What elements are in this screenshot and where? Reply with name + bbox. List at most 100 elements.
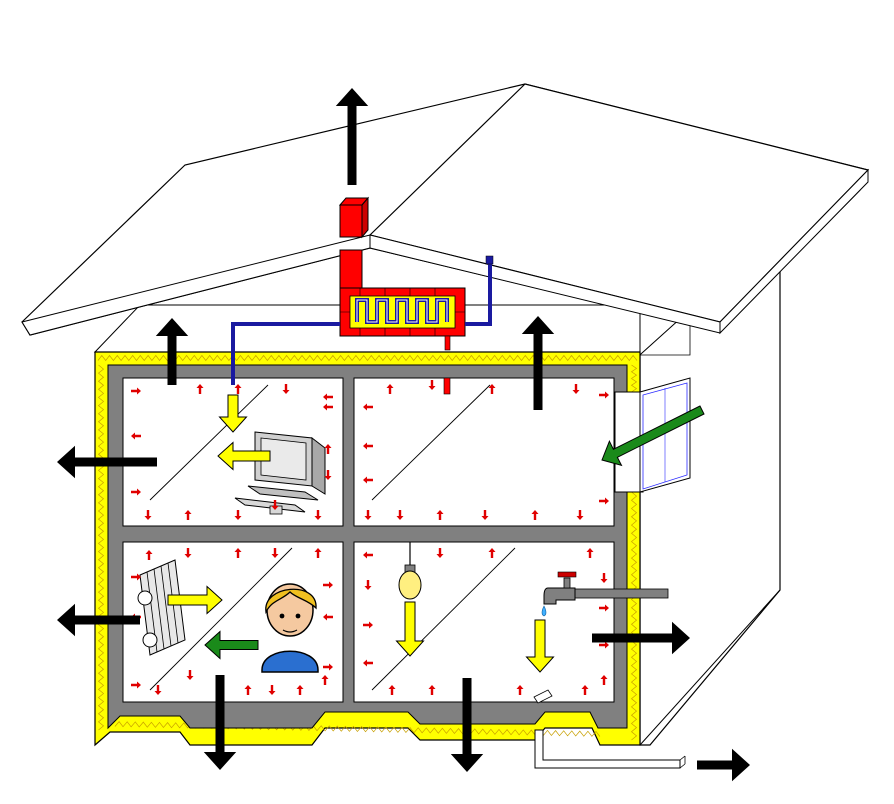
heat-loss-arrows [57, 88, 750, 782]
heat-loss-arrow [697, 748, 750, 782]
surface-flux-arrow [363, 403, 373, 411]
surface-flux-arrow [323, 581, 333, 589]
internal-gain-arrow [395, 601, 425, 657]
heat-loss-arrow [450, 678, 484, 772]
surface-flux-arrow [196, 384, 204, 394]
pipe-valve [485, 255, 494, 265]
computer-icon [234, 431, 326, 515]
surface-flux-arrow [436, 510, 444, 520]
insulation-zigzag [630, 491, 638, 741]
internal-gain-arrow [525, 619, 555, 673]
surface-flux-arrow [488, 384, 496, 394]
internal-gain-arrow [167, 585, 223, 615]
surface-flux-arrow [586, 548, 594, 558]
surface-flux-arrow [186, 670, 194, 680]
surface-flux-arrow [363, 476, 373, 484]
surface-flux-arrow [363, 551, 373, 559]
surface-flux-arrow [516, 685, 524, 695]
surface-flux-arrow [599, 497, 609, 505]
surface-flux-arrow [131, 573, 141, 581]
heat-loss-arrow [155, 318, 189, 385]
person-icon [261, 583, 319, 673]
surface-flux-arrow [314, 510, 322, 520]
surface-flux-arrow [131, 387, 141, 395]
surface-flux-arrow [600, 675, 608, 685]
window-icon [639, 377, 691, 493]
surface-flux-arrow [363, 442, 373, 450]
surface-flux-arrow [481, 510, 489, 520]
solar-gain-arrow [204, 630, 259, 660]
surface-flux-arrow [234, 384, 242, 394]
surface-flux-arrow [271, 548, 279, 558]
radiator-icon [137, 559, 186, 656]
insulation-zigzag [97, 364, 105, 731]
surface-flux-arrow [323, 393, 333, 401]
surface-flux-arrow [268, 685, 276, 695]
surface-flux-arrow [364, 510, 372, 520]
surface-flux-arrow [599, 604, 609, 612]
surface-flux-arrow [184, 548, 192, 558]
surface-flux-arrow [364, 580, 372, 590]
surface-flux-arrow [131, 432, 141, 440]
surface-flux-arrow [323, 403, 333, 411]
internal-gain-arrow [217, 441, 271, 471]
room-perspective-lines [149, 384, 516, 691]
drain-pipe-icon [534, 729, 686, 769]
room-top-right [353, 377, 615, 527]
heating-pipes [231, 262, 492, 385]
water-tap-icon [541, 571, 669, 617]
internal-gain-arrow [218, 394, 248, 433]
roof [21, 83, 870, 336]
boiler-icon [339, 249, 466, 351]
surface-flux-arrow [321, 675, 329, 685]
chimney-icon [338, 196, 370, 239]
surface-flux-arrow [314, 548, 322, 558]
surface-flux-arrow [363, 621, 373, 629]
solar-heat-gain-arrows [204, 405, 705, 660]
surface-flux-arrow [396, 510, 404, 520]
heat-loss-arrow [203, 675, 237, 770]
surface-flux-arrow [145, 550, 153, 560]
surface-flux-arrow [282, 384, 290, 394]
heat-loss-arrow [521, 316, 555, 410]
surface-flux-arrow [428, 685, 436, 695]
surface-flux-arrow [428, 380, 436, 390]
surface-flux-arrow [131, 488, 141, 496]
surface-flux-arrow [234, 548, 242, 558]
surface-flux-arrow [386, 384, 394, 394]
surface-flux-arrow [600, 573, 608, 583]
surface-flux-arrow [388, 685, 396, 695]
surface-flux-arrow [324, 470, 332, 480]
surface-flux-arrow [184, 510, 192, 520]
surface-flux-arrow [531, 510, 539, 520]
surface-flux-arrow [324, 444, 332, 454]
riser-pipe [443, 377, 451, 395]
surface-flux-arrow [599, 641, 609, 649]
surface-flux-arrow [581, 685, 589, 695]
insulation-zigzag [97, 354, 638, 362]
surface-flux-arrow [296, 685, 304, 695]
surface-flux-arrow [234, 510, 242, 520]
internal-heat-gain-arrows [167, 394, 555, 673]
surface-flux-arrow [436, 548, 444, 558]
surface-flux-arrow [244, 685, 252, 695]
surface-flux-arrow [572, 384, 580, 394]
light-bulb-icon [398, 542, 422, 600]
surface-flux-arrow [323, 663, 333, 671]
surface-flux-arrow [271, 500, 279, 510]
insulation-zigzag [630, 364, 638, 393]
surface-flux-arrow [131, 681, 141, 689]
surface-flux-arrow [599, 391, 609, 399]
surface-flux-arrow [488, 548, 496, 558]
solar-gain-arrow [601, 405, 705, 467]
surface-heat-flux-arrows [131, 380, 609, 695]
surface-flux-arrow [576, 510, 584, 520]
surface-flux-arrow [154, 685, 162, 695]
surface-flux-arrow [144, 510, 152, 520]
heat-loss-arrow [57, 603, 140, 637]
heat-loss-arrow [592, 621, 690, 655]
floor-drain-icon [533, 689, 553, 704]
surface-flux-arrow [363, 659, 373, 667]
